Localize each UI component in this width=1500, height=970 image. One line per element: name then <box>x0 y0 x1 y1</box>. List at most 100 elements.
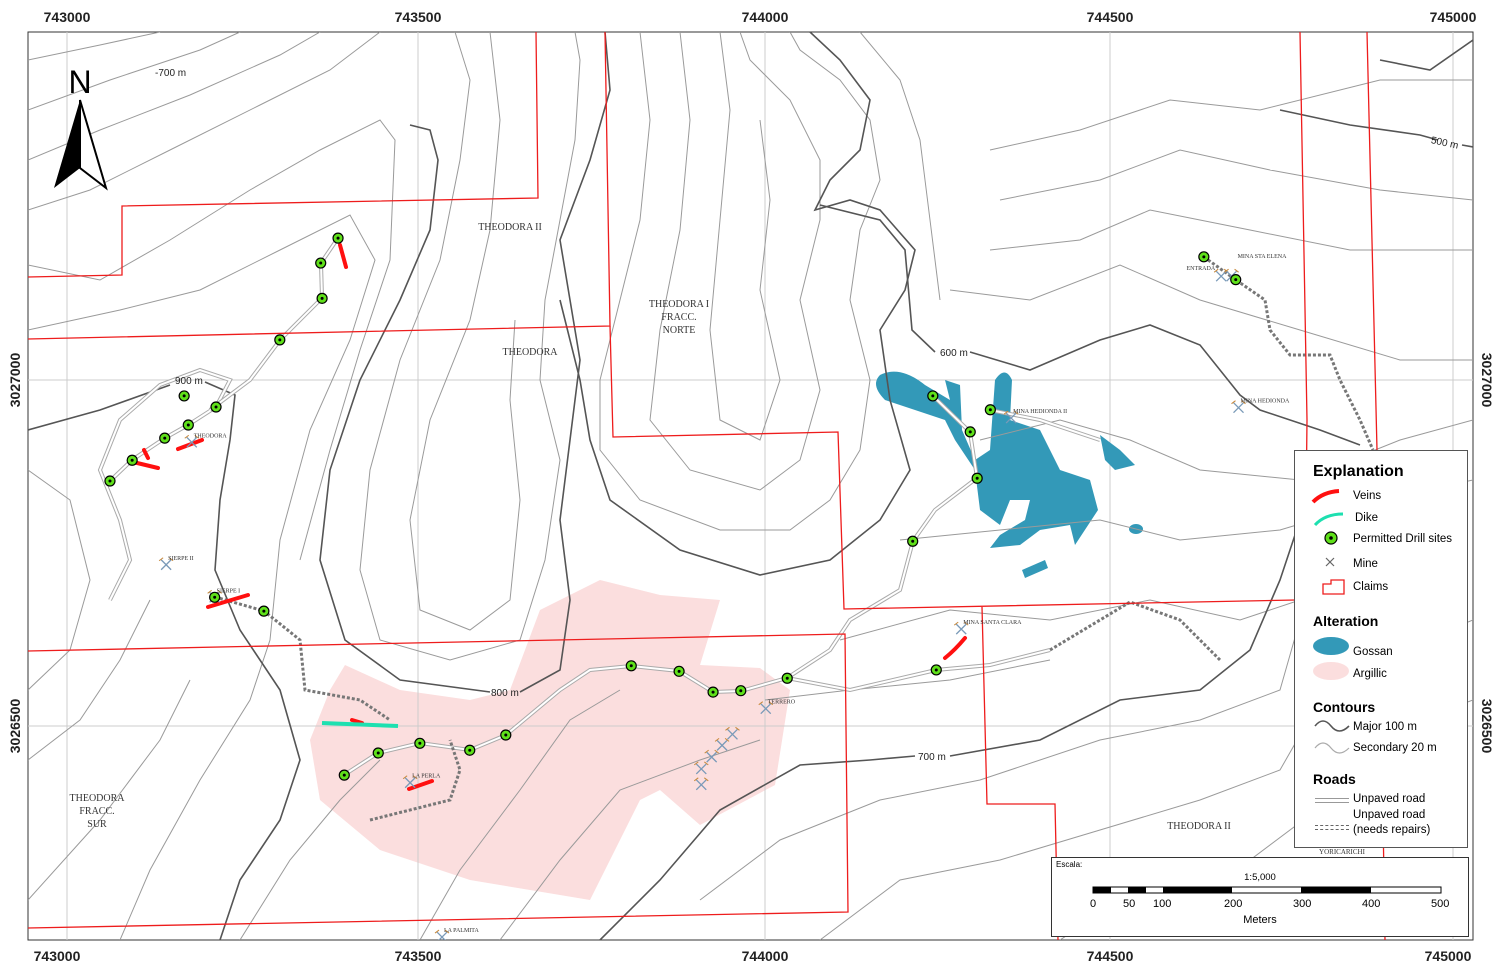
drill-site[interactable] <box>673 665 685 677</box>
drill-site[interactable] <box>907 535 919 547</box>
drill-site[interactable] <box>104 475 116 487</box>
x-tick: 743500 <box>395 9 442 25</box>
drill-site[interactable] <box>210 401 222 413</box>
contour-label: 600 m <box>940 348 968 359</box>
drill-site[interactable] <box>1230 274 1242 286</box>
road-needs-repairs-symbol <box>1315 825 1349 830</box>
mine-label: SIERPE II <box>168 556 194 562</box>
x-tick: 745000 <box>1430 9 1477 25</box>
drill-site[interactable] <box>964 426 976 438</box>
drill-site[interactable] <box>984 404 996 416</box>
drill-site[interactable] <box>464 744 476 756</box>
drill-site[interactable] <box>332 232 344 244</box>
scale-tick: 200 <box>1224 898 1243 910</box>
claim-label: THEODORA I <box>649 299 709 310</box>
y-tick: 3026500 <box>7 699 23 754</box>
legend-gossan: Gossan <box>1353 646 1393 658</box>
claim-label: SUR <box>87 819 107 830</box>
mine-icon <box>1003 410 1019 424</box>
x-tick: 743000 <box>34 948 81 964</box>
claim-label: THEODORA II <box>478 222 542 233</box>
claim-label: THEODORA <box>70 793 126 804</box>
drill-site[interactable] <box>159 432 171 444</box>
claim-label: FRACC. <box>79 806 114 817</box>
drill-site[interactable] <box>126 454 138 466</box>
legend-veins: Veins <box>1353 490 1382 502</box>
drill-site[interactable] <box>707 686 719 698</box>
scale-title: Escala: <box>1056 860 1083 869</box>
drill-site[interactable] <box>316 292 328 304</box>
argillic-symbol <box>1313 662 1349 680</box>
y-tick: 3027000 <box>7 353 23 408</box>
contour-label: -700 m <box>155 68 186 79</box>
drill-site[interactable] <box>274 334 286 346</box>
mine-label: LA PALMITA <box>444 928 479 934</box>
scale-tick: 400 <box>1362 898 1381 910</box>
claim-label: THEODORA II <box>1167 821 1231 832</box>
mine-icon <box>693 761 709 775</box>
claim-label: THEODORA <box>503 347 559 358</box>
dike-symbol <box>1313 512 1344 527</box>
scale-tick: 500 <box>1431 898 1450 910</box>
mine-icon <box>704 749 719 763</box>
drill-site[interactable] <box>258 605 270 617</box>
scale-tick: 50 <box>1123 898 1136 910</box>
drill-site[interactable] <box>182 419 194 431</box>
major-contours <box>28 32 1473 940</box>
claim-label: YORICARICHI <box>1319 848 1366 856</box>
unpaved-road-symbol <box>1315 798 1349 803</box>
drill-site[interactable] <box>178 390 190 402</box>
legend: Explanation Veins Dike Permitted Drill s… <box>1294 450 1468 848</box>
drill-site[interactable] <box>927 390 939 402</box>
claims-symbol <box>1322 579 1345 595</box>
contour-label: 700 m <box>918 752 946 763</box>
y-tick: 3027000 <box>1479 353 1495 408</box>
drill-site[interactable] <box>1198 251 1210 263</box>
dike <box>321 721 399 728</box>
mine-icon <box>953 621 969 635</box>
y-axis-left: 3027000 3026500 <box>7 353 23 754</box>
scale-tick: 100 <box>1153 898 1172 910</box>
drill-site[interactable] <box>372 747 384 759</box>
mine-icon <box>693 777 709 791</box>
mine-icon <box>158 557 174 571</box>
legend-alteration-title: Alteration <box>1313 613 1379 629</box>
scale-tick: 0 <box>1090 898 1097 910</box>
argillic-zone <box>310 580 790 900</box>
drill-site[interactable] <box>930 664 942 676</box>
mine-label: ENTRADA <box>1187 266 1216 272</box>
drill-site[interactable] <box>971 472 983 484</box>
x-tick: 744000 <box>742 9 789 25</box>
drill-site[interactable] <box>414 737 426 749</box>
contour-label: 900 m <box>175 376 203 387</box>
drill-site[interactable] <box>209 591 221 603</box>
north-arrow: N <box>54 64 108 191</box>
x-tick: 744500 <box>1087 948 1134 964</box>
legend-symbols <box>1311 489 1350 754</box>
y-tick: 3026500 <box>1479 699 1495 754</box>
drill-site[interactable] <box>315 257 327 269</box>
legend-title: Explanation <box>1313 463 1404 480</box>
north-label: N <box>68 64 91 100</box>
x-tick: 744000 <box>742 948 789 964</box>
drill-site[interactable] <box>500 729 512 741</box>
mine-icon <box>758 701 774 715</box>
mine-label: MINA HEDIONDA <box>1241 399 1290 405</box>
scale-ratio: 1:5,000 <box>1244 872 1276 883</box>
drill-site[interactable] <box>735 685 747 697</box>
legend-major-contour: Major 100 m <box>1353 721 1417 733</box>
gossan-symbol <box>1313 637 1349 655</box>
claim-label: NORTE <box>663 325 696 336</box>
mine-label: MINA SANTA CLARA <box>963 620 1022 626</box>
drill-site[interactable] <box>781 672 793 684</box>
mine-label: MINA STA ELENA <box>1238 254 1288 260</box>
drill-site[interactable] <box>625 660 637 672</box>
legend-unpaved-road: Unpaved road <box>1353 793 1426 805</box>
mine-label: THEODORA <box>194 433 228 439</box>
claim-label: FRACC. <box>661 312 696 323</box>
drill-sites-layer <box>104 232 1242 781</box>
drill-site[interactable] <box>338 769 350 781</box>
mine-symbol <box>1325 557 1335 567</box>
